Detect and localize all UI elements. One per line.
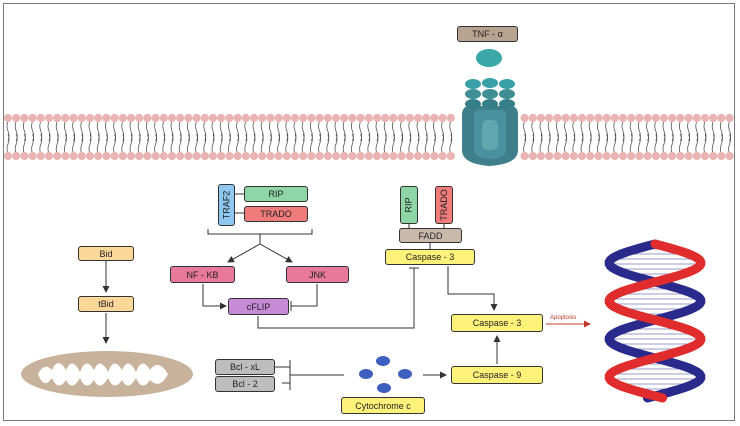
nfkb-box: NF - KB	[170, 266, 235, 283]
tnf-receptor	[462, 106, 518, 166]
traf2-connector	[234, 193, 244, 214]
arrow-caspase3-to-caspase3	[447, 266, 498, 311]
arrow-nfkb-cflip	[202, 284, 227, 310]
cell-membrane	[3, 113, 734, 161]
receptor-binding-domains	[465, 78, 515, 109]
tbid-box: tBid	[78, 296, 134, 312]
jnk-box: JNK	[286, 266, 349, 283]
rip-box-fadd: RIP	[400, 186, 418, 224]
complex-bracket	[207, 229, 313, 235]
traf2-box: TRAF2	[218, 184, 235, 226]
caspase3-upper-box: Caspase - 3	[385, 249, 475, 265]
mitochondrion	[21, 351, 193, 397]
inhibit-bcl-cytochrome	[282, 360, 344, 390]
cytochrome-c-molecules	[359, 356, 412, 393]
caspase3-right-box: Caspase - 3	[451, 314, 543, 332]
rip-box-top: RIP	[244, 186, 308, 202]
bcl2-box: Bcl - 2	[215, 376, 275, 392]
diagram-frame	[3, 3, 735, 421]
rip-fadd-label: RIP	[403, 197, 414, 213]
trado-box-fadd: TRADO	[435, 186, 453, 224]
fadd-box: FADD	[399, 228, 462, 243]
cytochrome-c-box: Cytochrome c	[341, 397, 425, 414]
traf2-label: TRAF2	[221, 190, 232, 220]
inhibit-jnk-cflip	[290, 284, 318, 311]
apoptosis-label: Apoptosis	[550, 315, 577, 321]
cflip-box: cFLIP	[228, 298, 289, 315]
arrow-to-jnk	[259, 243, 293, 263]
bid-box: Bid	[78, 246, 134, 261]
dna-double-helix	[604, 239, 706, 403]
tnf-alpha-label: TNF - α	[457, 26, 518, 42]
bclxl-box: Bcl - xL	[215, 359, 275, 375]
tnf-alpha-ligand	[476, 49, 502, 67]
caspase9-box: Caspase - 9	[451, 366, 543, 384]
trado-fadd-label: TRADO	[439, 189, 449, 221]
arrow-to-nfkb	[227, 243, 261, 263]
trado-box-top: TRADO	[244, 206, 308, 222]
inhibit-cflip-caspase3	[257, 267, 419, 329]
